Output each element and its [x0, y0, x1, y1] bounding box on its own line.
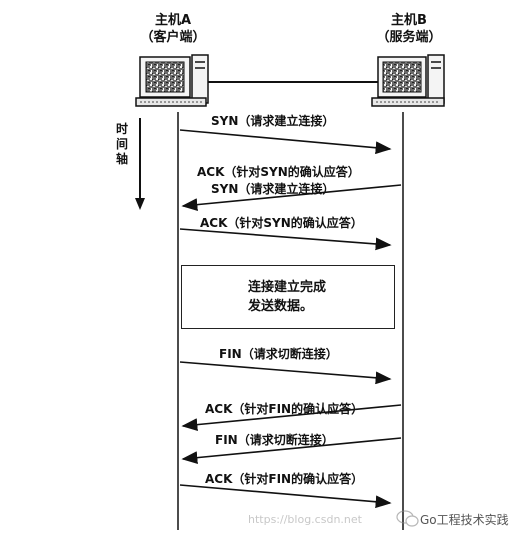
msg-arrow-5	[179, 361, 392, 385]
msg-arrow-7	[181, 437, 402, 464]
time-axis-char: 轴	[115, 152, 128, 166]
host-b-computer-icon	[371, 54, 445, 107]
watermark-brand: Go工程技术实践	[420, 513, 509, 527]
host-a-label: 主机A （客户端）	[133, 12, 213, 46]
msg-arrow-2	[181, 184, 402, 211]
msg-label-4: ACK（针对SYN的确认应答）	[200, 216, 363, 230]
msg-label-6: ACK（针对FIN的确认应答）	[205, 402, 364, 416]
msg-label-2: ACK（针对SYN的确认应答）	[197, 165, 360, 179]
data-transfer-box: 连接建立完成 发送数据。	[181, 265, 395, 329]
msg-arrow-6	[181, 404, 402, 431]
host-b-role: （服务端）	[376, 30, 442, 45]
host-a-role: （客户端）	[140, 30, 206, 45]
data-box-line-2: 发送数据。	[248, 299, 314, 314]
msg-label-3: SYN（请求建立连接）	[211, 182, 335, 196]
msg-label-7: FIN（请求切断连接）	[215, 433, 334, 447]
host-b-label: 主机B （服务端）	[369, 12, 449, 46]
msg-label-1: SYN（请求建立连接）	[211, 114, 335, 128]
time-axis-label: 时 间 轴	[115, 122, 129, 167]
host-a-computer-icon	[135, 54, 209, 107]
msg-arrow-3	[179, 228, 392, 251]
msg-label-5: FIN（请求切断连接）	[219, 347, 338, 361]
host-b-name: 主机B	[391, 13, 427, 28]
watermark-url: https://blog.csdn.net	[248, 513, 362, 526]
msg-arrow-1	[179, 129, 392, 155]
wechat-logo-icon	[396, 510, 419, 527]
msg-arrow-8	[179, 484, 392, 509]
time-axis-char: 时	[115, 122, 128, 136]
data-box-line-1: 连接建立完成	[248, 280, 327, 295]
time-axis-char: 间	[115, 137, 128, 151]
msg-label-8: ACK（针对FIN的确认应答）	[205, 472, 364, 486]
host-a-name: 主机A	[154, 13, 192, 28]
